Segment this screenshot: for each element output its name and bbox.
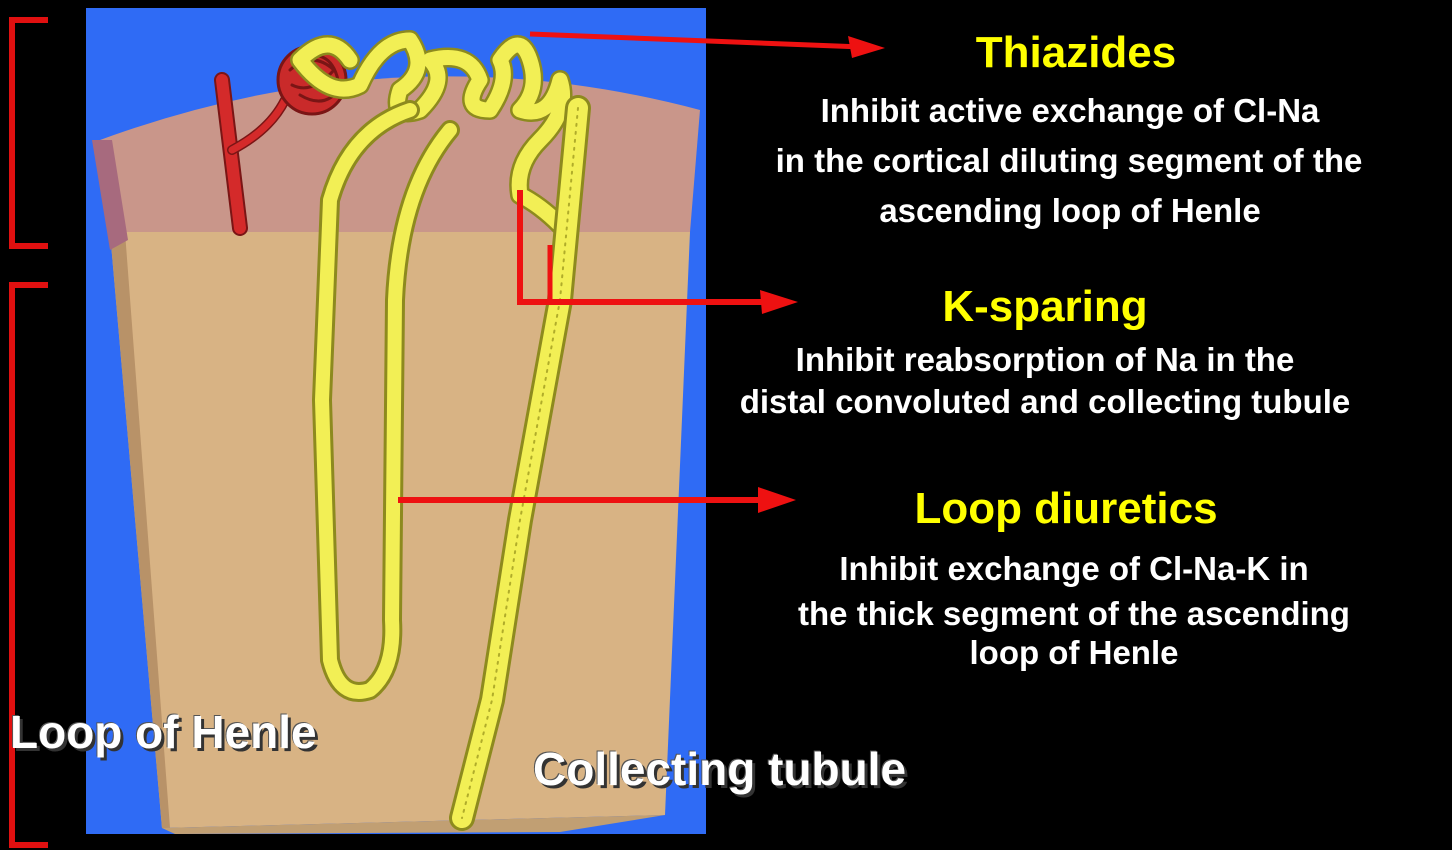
k-sparing-line-1: Inhibit reabsorption of Na in the xyxy=(690,339,1400,380)
k-sparing-line-2: distal convoluted and collecting tubule xyxy=(648,381,1442,422)
thiazides-line-2: in the cortical diluting segment of the xyxy=(688,136,1450,185)
medulla-bracket xyxy=(12,285,48,845)
loop-diuretics-line-3: loop of Henle xyxy=(900,632,1248,673)
loop-diuretics-line-1: Inhibit exchange of Cl-Na-K in xyxy=(740,548,1408,589)
k-sparing-title: K-sparing xyxy=(880,282,1210,332)
thiazides-line-3: ascending loop of Henle xyxy=(790,186,1350,235)
label-loop-of-henle: Loop of Henle xyxy=(10,705,317,759)
thiazides-title: Thiazides xyxy=(946,28,1206,78)
label-collecting-tubule: Collecting tubule xyxy=(533,742,906,796)
loop-diuretics-title: Loop diuretics xyxy=(860,484,1272,534)
cortex-bracket xyxy=(12,20,48,246)
thiazides-line-1: Inhibit active exchange of Cl-Na xyxy=(690,86,1450,135)
loop-diuretics-line-2: the thick segment of the ascending xyxy=(712,593,1436,634)
